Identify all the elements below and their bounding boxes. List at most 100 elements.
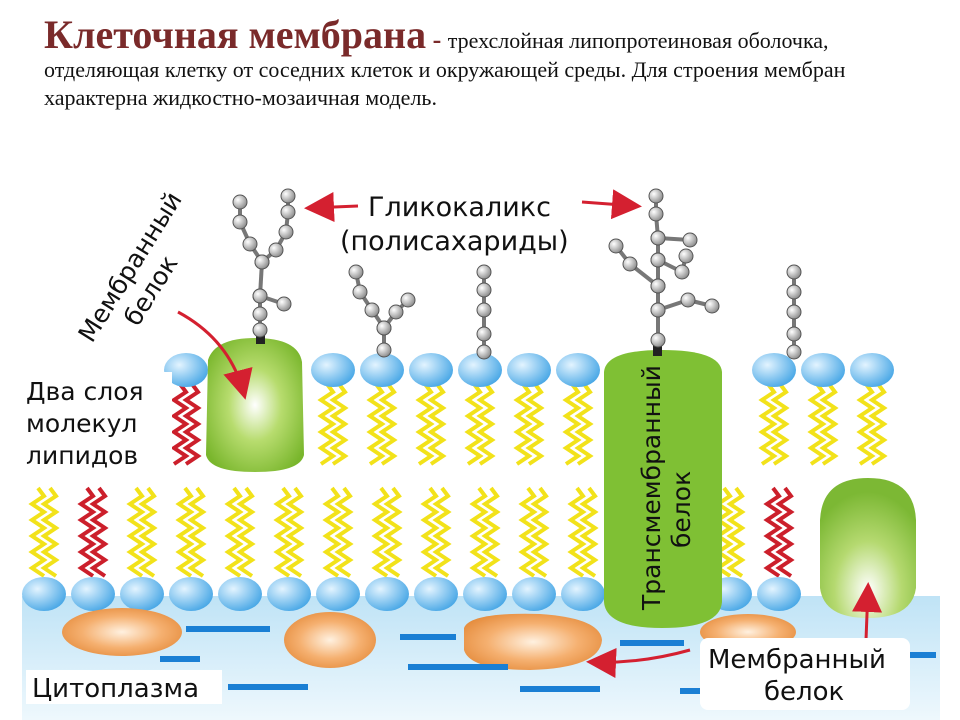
lipid-tail xyxy=(530,486,550,578)
glyco-bead xyxy=(364,302,380,318)
heading-block: Клеточная мембрана - трехслойная липопро… xyxy=(44,14,944,112)
lipid-tail xyxy=(77,486,97,578)
glyco-bead xyxy=(650,230,666,246)
glyco-bead xyxy=(476,302,492,318)
lipid-tail xyxy=(562,382,582,466)
lipid-tail xyxy=(182,382,202,466)
lipid-tail xyxy=(236,486,256,578)
lipid-tail xyxy=(285,486,305,578)
glyco-bead xyxy=(786,344,802,360)
glyco-bead xyxy=(276,296,292,312)
lipid-tail xyxy=(334,486,354,578)
lipid-head xyxy=(365,577,409,611)
glyco-bead xyxy=(786,264,802,280)
lipid-head xyxy=(556,353,600,387)
lipid-tail xyxy=(481,486,501,578)
glyco-bead xyxy=(650,302,666,318)
lipid-tail xyxy=(469,486,489,578)
lipid-head xyxy=(360,353,404,387)
glyco-bead xyxy=(680,292,696,308)
lipid-tail xyxy=(763,486,783,578)
page-title: Клеточная мембрана xyxy=(44,12,427,57)
glyco-bead xyxy=(280,204,296,220)
glyco-bead xyxy=(650,332,666,348)
glyco-bead xyxy=(376,342,392,358)
glyco-bead xyxy=(786,284,802,300)
lipid-head xyxy=(169,577,213,611)
integral-protein-right xyxy=(820,478,916,618)
lipid-tail xyxy=(525,382,545,466)
lipid-tail xyxy=(432,486,452,578)
label-glycocalyx-1: Гликокаликс xyxy=(368,192,551,223)
glyco-bead xyxy=(786,326,802,342)
lipid-tail xyxy=(476,382,496,466)
arrow-integral-protein-right xyxy=(852,582,883,641)
lipid-tail xyxy=(770,382,790,466)
lipid-tail xyxy=(579,486,599,578)
glyco-bead xyxy=(352,284,368,300)
arrow-glycocalyx-right xyxy=(581,189,642,220)
glyco-bead xyxy=(476,344,492,360)
glyco-bead xyxy=(252,288,268,304)
lipid-head xyxy=(22,577,66,611)
lipid-tail xyxy=(40,486,60,578)
lipid-tail xyxy=(383,486,403,578)
lipid-head xyxy=(71,577,115,611)
glyco-bead xyxy=(280,188,296,204)
label-membrane-protein-bottom-2: белок xyxy=(764,677,844,707)
lipid-tail xyxy=(366,382,386,466)
lipid-head xyxy=(311,353,355,387)
glyco-bead xyxy=(376,320,392,336)
glyco-bead xyxy=(232,214,248,230)
lipid-tail xyxy=(175,486,195,578)
lipid-tail xyxy=(415,382,435,466)
label-cytoplasm: Цитоплазма xyxy=(32,674,199,704)
lipid-head xyxy=(414,577,458,611)
arrow-membrane-protein-top xyxy=(177,310,253,400)
lipid-tail xyxy=(317,382,337,466)
glyco-bead xyxy=(622,256,638,272)
glyco-bead xyxy=(268,242,284,258)
glyco-bead xyxy=(476,326,492,342)
glyco-bead xyxy=(674,264,690,280)
glyco-bead xyxy=(704,298,720,314)
label-transmembrane-1: Трансмембранный xyxy=(637,365,666,611)
glyco-bead xyxy=(252,322,268,338)
lipid-tail xyxy=(126,486,146,578)
glyco-bead xyxy=(348,264,364,280)
glyco-bead xyxy=(608,238,624,254)
lipid-head xyxy=(752,353,796,387)
label-bg-membrane-protein-bottom xyxy=(700,638,910,710)
lipid-head xyxy=(316,577,360,611)
glyco-bead xyxy=(648,206,664,222)
peripheral-protein-top xyxy=(206,338,304,472)
label-bg-cytoplasm xyxy=(26,670,222,704)
title-description: трехслойная липопротеиновая оболочка, от… xyxy=(44,28,846,110)
lipid-tail xyxy=(758,382,778,466)
lipid-tail xyxy=(187,486,207,578)
lipid-tail xyxy=(427,382,447,466)
label-lipid-layers-1: Два слоя xyxy=(26,377,144,406)
label-bg-lipid-layers xyxy=(22,372,172,472)
lipid-tail xyxy=(574,382,594,466)
cell-membrane-diagram: Гликокаликс (полисахариды) Мембранный бе… xyxy=(22,187,940,720)
lipid-head xyxy=(850,353,894,387)
lipid-tail xyxy=(138,486,158,578)
peripheral-protein-orange-1 xyxy=(62,608,182,656)
lipid-head xyxy=(409,353,453,387)
label-transmembrane: Трансмембранный белок xyxy=(637,365,696,611)
lipid-tail xyxy=(567,486,587,578)
glyco-bead xyxy=(682,232,698,248)
lipid-heads xyxy=(22,353,894,611)
lipid-tail xyxy=(89,486,109,578)
lipid-tail xyxy=(726,486,746,578)
glyco-bead xyxy=(242,236,258,252)
lipid-tail xyxy=(868,382,888,466)
glyco-bead xyxy=(786,304,802,320)
lipid-tail xyxy=(170,382,190,466)
glyco-bead xyxy=(476,264,492,280)
label-lipid-layers-3: липидов xyxy=(26,441,138,470)
label-glycocalyx-2: (полисахариды) xyxy=(340,226,569,257)
lipid-tail xyxy=(807,382,827,466)
lipid-tail xyxy=(329,382,349,466)
